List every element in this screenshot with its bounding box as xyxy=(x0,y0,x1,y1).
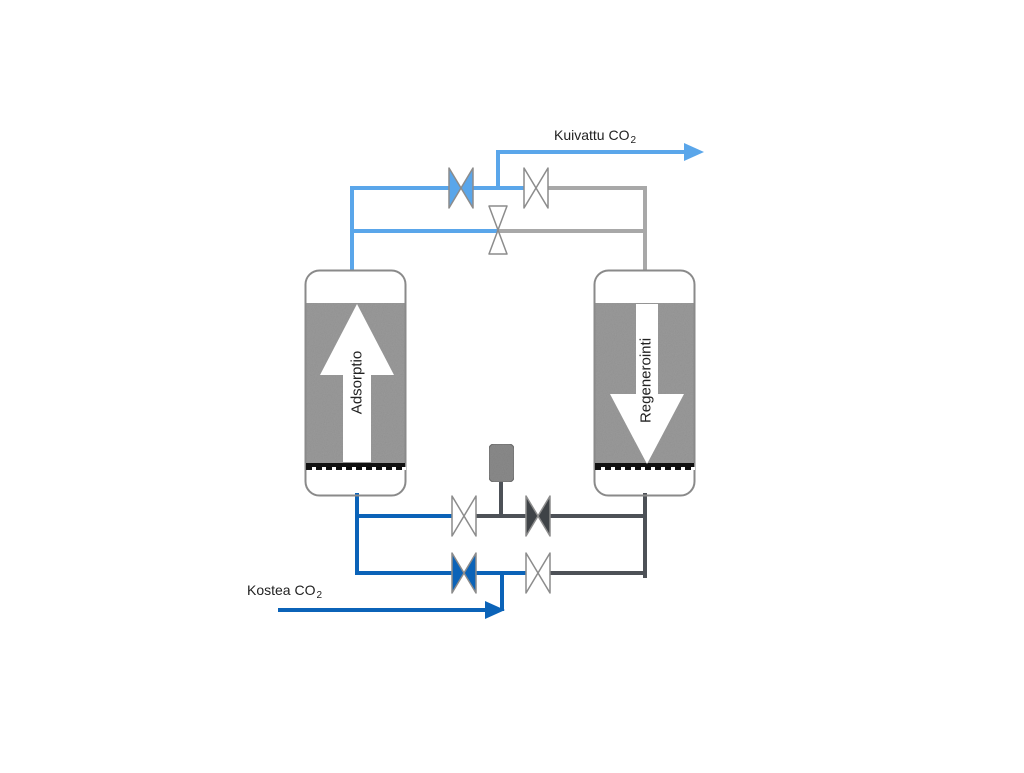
support-grid-slot xyxy=(352,467,356,470)
support-grid-slot xyxy=(372,467,376,470)
left-support-grid xyxy=(306,463,406,470)
left-vessel xyxy=(304,269,407,497)
support-grid-slot xyxy=(611,467,615,470)
support-grid-slot xyxy=(641,467,645,470)
bottom-lower-left-valve-icon xyxy=(451,552,477,594)
right-vessel xyxy=(593,269,696,497)
dry-gas-piping xyxy=(350,143,704,271)
top-center-valve-icon xyxy=(488,205,508,255)
support-grid-slot xyxy=(651,467,655,470)
support-grid-slot xyxy=(631,467,635,470)
support-grid-slot xyxy=(322,467,326,470)
idle-bottom-piping xyxy=(474,479,647,578)
support-grid-slot xyxy=(621,467,625,470)
left-flow-arrow-icon xyxy=(320,304,394,462)
support-grid-slot xyxy=(681,467,685,470)
bottom-upper-left-valve-icon xyxy=(451,495,477,537)
outlet-arrow-icon xyxy=(684,143,704,161)
bottom-lower-right-valve-icon xyxy=(525,552,551,594)
support-grid-slot xyxy=(332,467,336,470)
top-right-valve-icon xyxy=(523,167,549,209)
support-grid-slot xyxy=(671,467,675,470)
support-grid-bar xyxy=(306,463,405,470)
support-grid-slot xyxy=(402,467,406,470)
idle-top-piping xyxy=(497,186,647,271)
support-grid-slot xyxy=(392,467,396,470)
support-grid-slot xyxy=(312,467,316,470)
bottom-upper-right-valve-icon xyxy=(525,495,551,537)
left-column-label: Adsorptio xyxy=(348,350,366,415)
support-grid-slot xyxy=(342,467,346,470)
support-grid-slot xyxy=(382,467,386,470)
actuator-box xyxy=(488,443,515,483)
inlet-arrow-icon xyxy=(485,601,505,619)
support-grid-slot xyxy=(661,467,665,470)
inlet-label: Kostea CO2 xyxy=(247,582,323,601)
support-grid-slot xyxy=(691,467,695,470)
support-grid-slot xyxy=(362,467,366,470)
right-vessel-shell xyxy=(593,269,696,497)
right-flow-arrow-icon xyxy=(610,304,684,464)
right-column-label: Regenerointi xyxy=(637,337,655,424)
top-left-valve-icon xyxy=(448,167,474,209)
outlet-label: Kuivattu CO2 xyxy=(554,127,637,146)
left-vessel-shell xyxy=(304,269,407,497)
right-support-grid xyxy=(595,463,695,470)
support-grid-slot xyxy=(601,467,605,470)
support-grid-bar xyxy=(595,463,694,470)
valves xyxy=(448,167,551,594)
wet-gas-piping xyxy=(278,493,529,619)
